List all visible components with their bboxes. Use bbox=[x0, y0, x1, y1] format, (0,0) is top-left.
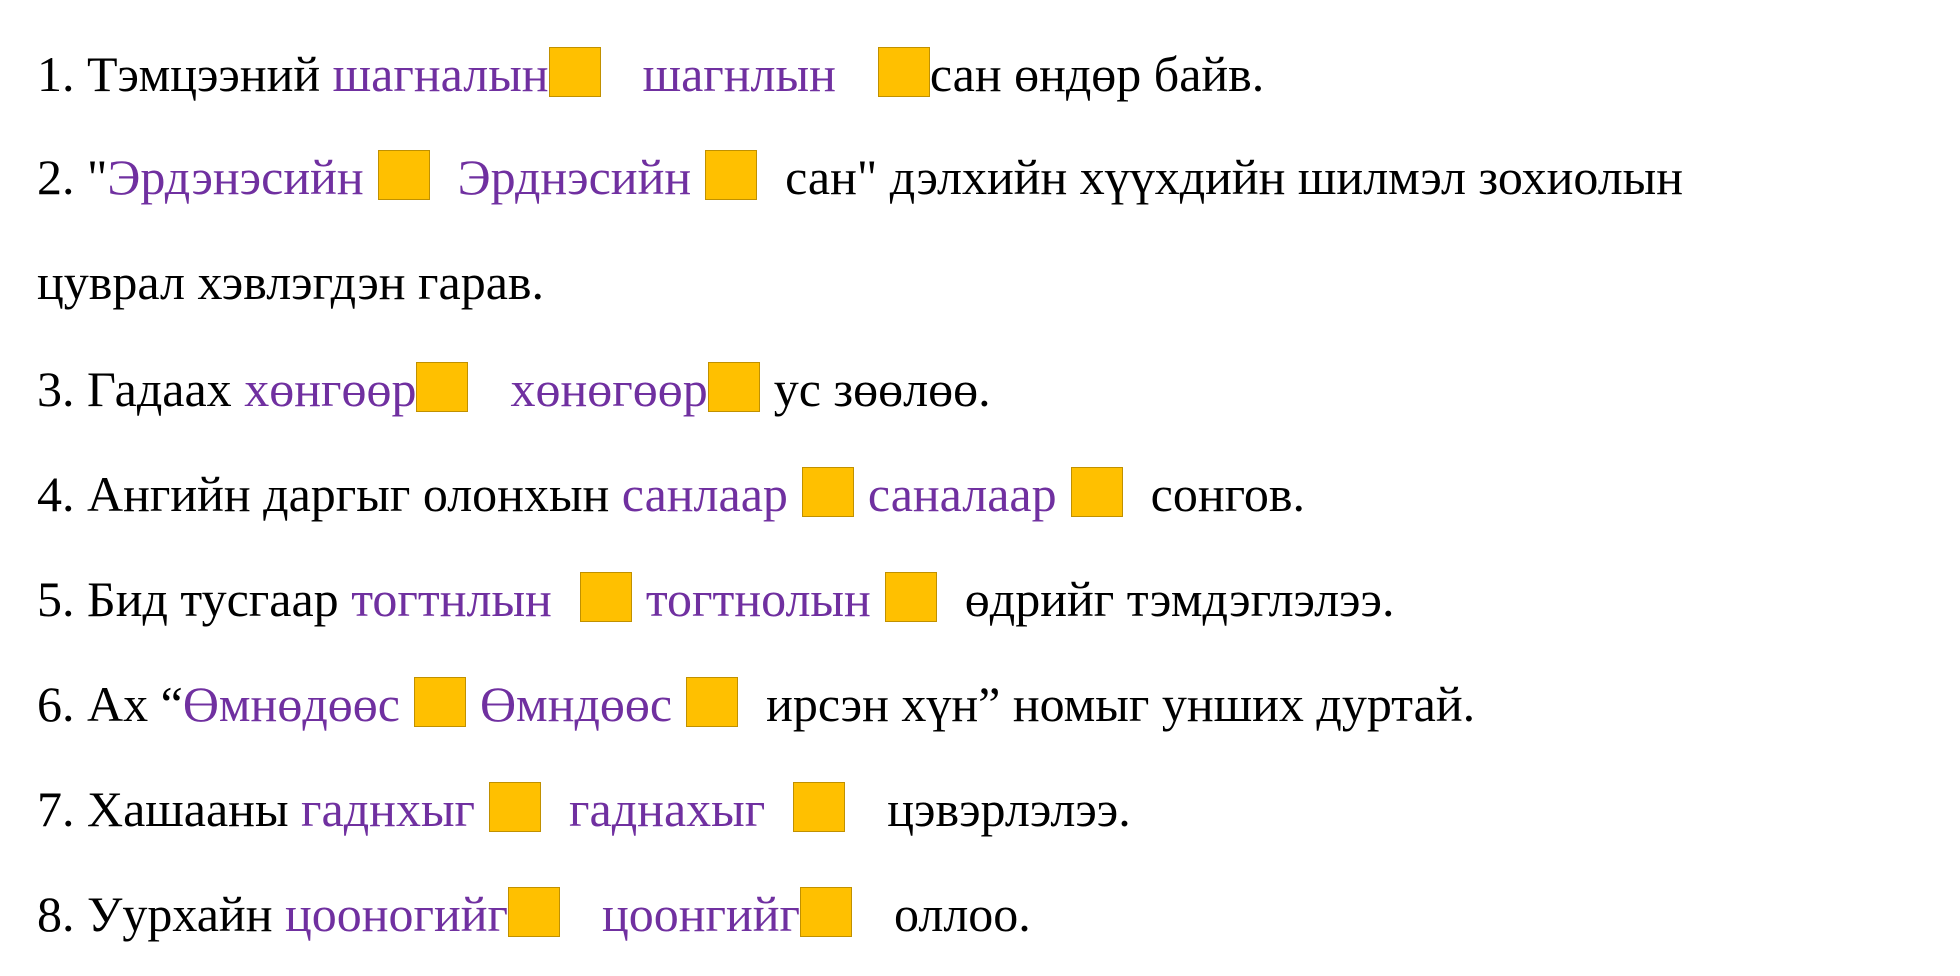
sentence-number: 6. bbox=[37, 676, 75, 732]
sentence-1: 1. Тэмцээний шагналын шагнлын сан өндөр ба… bbox=[37, 47, 1264, 99]
sentence-suffix: сан" дэлхийн хүүхдийн шилмэл зохиолын bbox=[785, 149, 1684, 205]
option-2-label: Эрднэсийн bbox=[457, 149, 692, 205]
option-1-label: тогтнлын bbox=[351, 571, 552, 627]
option-2-checkbox[interactable] bbox=[884, 572, 937, 622]
option-2-label: шагнлын bbox=[642, 46, 836, 102]
sentence-prefix: Ангийн даргыг олонхын bbox=[87, 466, 610, 522]
option-2-checkbox[interactable] bbox=[686, 677, 739, 727]
sentence-2: 2. "Эрдэнэсийн Эрднэсийн сан" дэлхийн хүүх… bbox=[37, 150, 1683, 202]
option-2-label: гаднахыг bbox=[569, 781, 766, 837]
option-2-label: хөнөгөөр bbox=[510, 361, 708, 417]
sentence-number: 8. bbox=[37, 886, 75, 942]
option-2-label: саналаар bbox=[867, 466, 1057, 522]
option-1-checkbox[interactable] bbox=[377, 150, 430, 200]
option-1-checkbox[interactable] bbox=[579, 572, 632, 622]
option-2-checkbox[interactable] bbox=[793, 782, 846, 832]
option-1-label: Эрдэнэсийн bbox=[107, 149, 364, 205]
sentence-suffix: ирсэн хүн” номыг унших дуртай. bbox=[766, 676, 1476, 732]
option-2-checkbox[interactable] bbox=[877, 47, 930, 97]
sentence-6: 6. Ах “Өмнөдөөс Өмндөөс ирсэн хүн” номыг у… bbox=[37, 677, 1475, 729]
option-2-checkbox[interactable] bbox=[705, 150, 758, 200]
option-1-label: гаднхыг bbox=[301, 781, 476, 837]
sentence-suffix: сан өндөр байв. bbox=[929, 46, 1265, 102]
option-1-checkbox[interactable] bbox=[801, 467, 854, 517]
sentence-3: 3. Гадаах хөнгөөр хөнөгөөр ус зөөлөө. bbox=[37, 362, 991, 414]
option-2-label: тогтнолын bbox=[645, 571, 871, 627]
sentence-suffix: ус зөөлөө. bbox=[773, 361, 991, 417]
sentence-suffix: сонгов. bbox=[1150, 466, 1305, 522]
sentence-number: 4. bbox=[37, 466, 75, 522]
option-1-label: цооногийг bbox=[284, 886, 508, 942]
sentence-suffix: өдрийг тэмдэглэлээ. bbox=[964, 571, 1395, 627]
sentence-prefix: Гадаах bbox=[87, 361, 232, 417]
option-1-label: шагналын bbox=[332, 46, 549, 102]
option-2-checkbox[interactable] bbox=[1070, 467, 1123, 517]
sentence-2-continuation: цуврал хэвлэгдэн гарав. bbox=[37, 254, 545, 310]
sentence-7: 7. Хашааны гаднхыг гаднахыг цэвэрлэлээ. bbox=[37, 782, 1131, 834]
sentence-number: 5. bbox=[37, 571, 75, 627]
sentence-prefix: Тэмцээний bbox=[87, 46, 321, 102]
option-1-label: хөнгөөр bbox=[244, 361, 417, 417]
option-2-checkbox[interactable] bbox=[800, 887, 853, 937]
sentence-prefix: Уурхайн bbox=[87, 886, 273, 942]
sentence-prefix: Хашааны bbox=[87, 781, 289, 837]
sentence-4: 4. Ангийн даргыг олонхын санлаар саналаар… bbox=[37, 467, 1305, 519]
option-2-checkbox[interactable] bbox=[707, 362, 760, 412]
sentence-number: 7. bbox=[37, 781, 75, 837]
sentence-number: 1. bbox=[37, 46, 75, 102]
option-1-checkbox[interactable] bbox=[508, 887, 560, 937]
option-1-checkbox[interactable] bbox=[413, 677, 466, 727]
option-1-checkbox[interactable] bbox=[489, 782, 542, 832]
option-1-label: Өмнөдөөс bbox=[182, 676, 400, 732]
sentence-prefix: Ах “ bbox=[87, 676, 183, 732]
option-1-checkbox[interactable] bbox=[416, 362, 469, 412]
sentence-5: 5. Бид тусгаар тогтнлын тогтнолын өдрийг т… bbox=[37, 572, 1394, 624]
sentence-prefix: Бид тусгаар bbox=[87, 571, 339, 627]
sentence-suffix: оллоо. bbox=[894, 886, 1031, 942]
sentence-suffix: цэвэрлэлээ. bbox=[887, 781, 1131, 837]
sentence-number: 3. bbox=[37, 361, 75, 417]
sentence-8: 8. Уурхайн цооногийг цоонгийг оллоо. bbox=[37, 887, 1031, 939]
option-2-label: Өмндөөс bbox=[479, 676, 673, 732]
option-1-checkbox[interactable] bbox=[548, 47, 601, 97]
sentence-prefix: " bbox=[87, 149, 108, 205]
sentence-number: 2. bbox=[37, 149, 75, 205]
option-1-label: санлаар bbox=[621, 466, 788, 522]
option-2-label: цоонгийг bbox=[602, 886, 801, 942]
